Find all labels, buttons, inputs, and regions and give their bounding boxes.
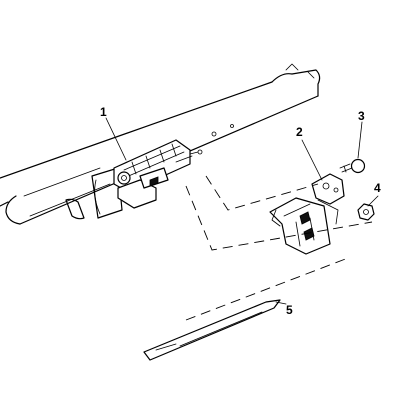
nut [357,203,375,221]
callout-4: 4 [374,181,381,195]
leader-lines [105,117,379,305]
bracket [269,173,345,255]
alignment-lines [185,175,373,321]
column-tube [0,63,321,225]
bolt [339,158,366,174]
callout-3: 3 [358,109,365,123]
callout-5: 5 [286,303,293,317]
callout-1: 1 [100,105,107,119]
trim-strip [143,299,281,361]
switch-assembly [113,139,199,209]
callout-2: 2 [296,125,303,139]
